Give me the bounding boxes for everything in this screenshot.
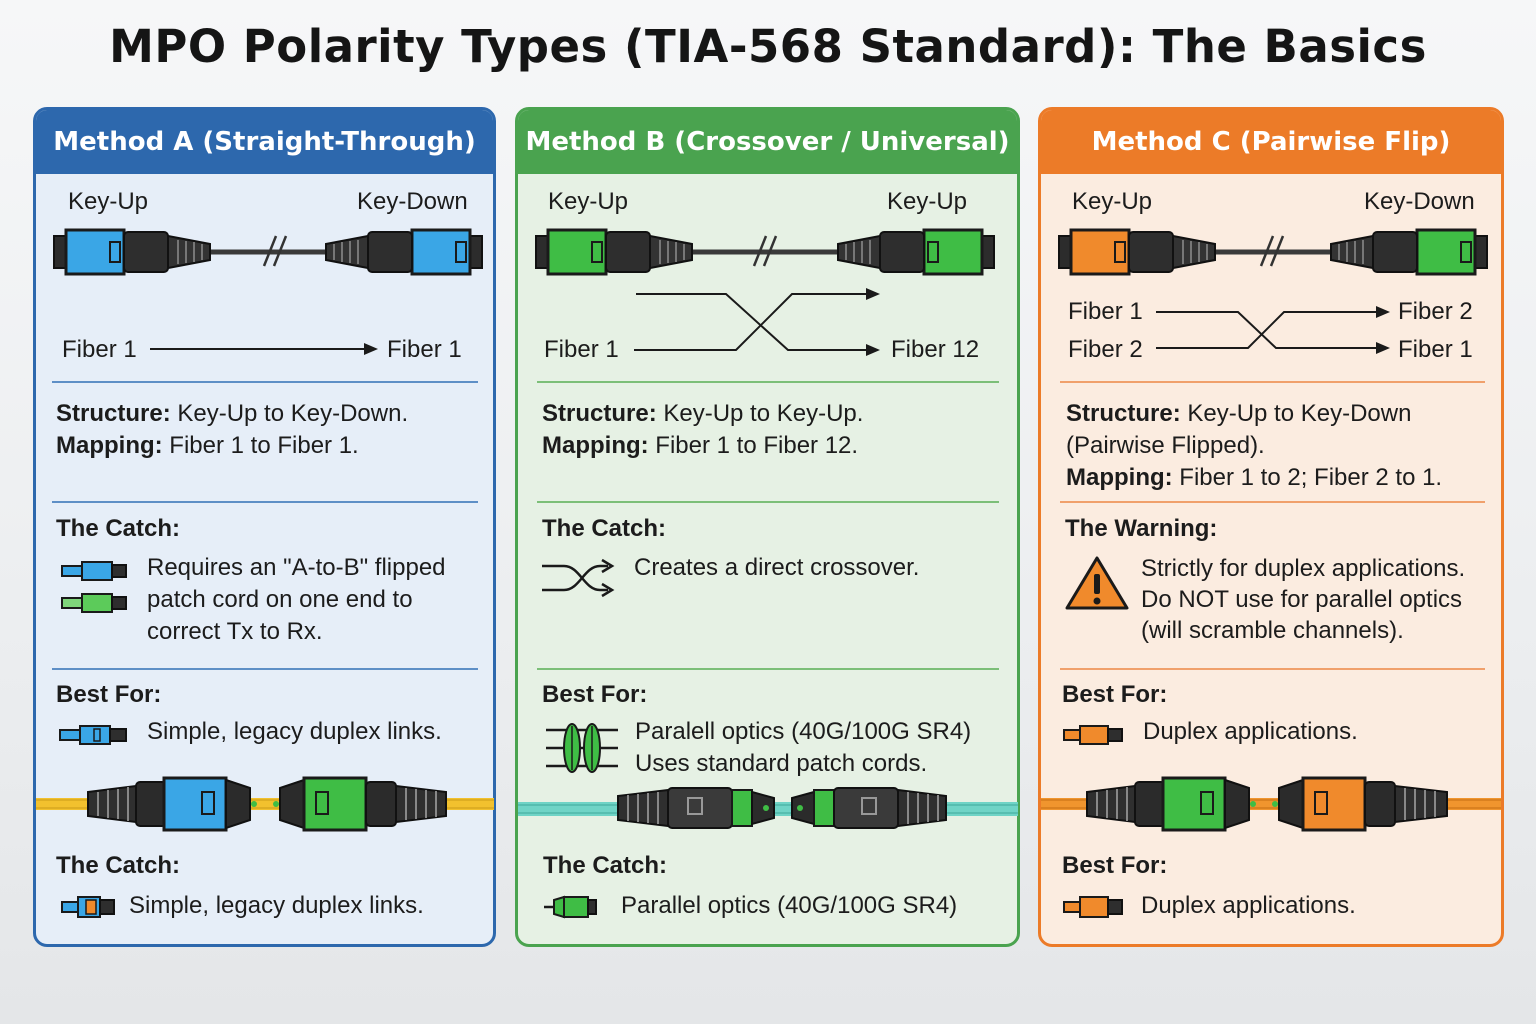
method-c-mated-connectors-illustration: [1041, 776, 1501, 832]
method-a-catch-title: The Catch:: [56, 515, 181, 542]
mapping-label: Mapping:: [56, 432, 163, 459]
divider: [52, 381, 478, 383]
method-a-right-key-label: Key-Down: [357, 188, 468, 215]
connector-right: [1330, 228, 1488, 276]
structure-text-2: (Pairwise Flipped).: [1066, 432, 1265, 459]
method-a-structure: Structure: Key-Up to Key-Down. Mapping: …: [56, 398, 408, 462]
method-c-cable-diagram: [1058, 228, 1488, 276]
method-c-warning-text: Strictly for duplex applications. Do NOT…: [1141, 553, 1465, 646]
method-a-straight-arrow: [150, 343, 378, 355]
method-c-pairwise-arrows: [1156, 306, 1390, 354]
method-a-best-title: Best For:: [56, 681, 162, 708]
method-a-map-right: Fiber 1: [387, 336, 462, 363]
divider: [537, 381, 999, 383]
method-a-catch-text: Requires an "A-to-B" flipped patch cord …: [147, 552, 446, 648]
warning-icon: [1065, 556, 1129, 610]
method-b-crossover-arrows: [634, 288, 880, 356]
method-b-header: Method B (Crossover / Universal): [518, 110, 1017, 174]
duplex-connector-icon: [59, 725, 127, 745]
divider: [52, 501, 478, 503]
method-c-map-right-2: Fiber 1: [1398, 336, 1473, 363]
mapping-text: Fiber 1 to 2; Fiber 2 to 1.: [1172, 464, 1443, 491]
method-b-bottom-text: Parallel optics (40G/100G SR4): [621, 892, 958, 919]
best-line: Paralell optics (40G/100G SR4): [635, 718, 972, 745]
structure-text: Key-Up to Key-Down: [1180, 400, 1412, 427]
method-a-left-key-label: Key-Up: [68, 188, 149, 215]
divider: [1060, 501, 1485, 503]
method-b-structure: Structure: Key-Up to Key-Up. Mapping: Fi…: [542, 398, 863, 462]
structure-text: Key-Up to Key-Up.: [656, 400, 864, 427]
method-c-map-left-2: Fiber 2: [1068, 336, 1143, 363]
mapping-text: Fiber 1 to Fiber 1.: [162, 432, 359, 459]
method-b-map-right: Fiber 12: [891, 336, 980, 363]
parallel-optics-icon: [546, 723, 618, 773]
mapping-label: Mapping:: [1066, 464, 1173, 491]
method-b-cable-diagram: [535, 228, 995, 276]
connector-right: [325, 228, 483, 276]
connector-left: [1058, 228, 1216, 276]
divider: [1060, 381, 1485, 383]
connector-left: [53, 228, 211, 276]
method-b-map-left: Fiber 1: [544, 336, 619, 363]
method-c-best-title: Best For:: [1062, 681, 1168, 708]
connector-right: [837, 228, 995, 276]
method-c-header: Method C (Pairwise Flip): [1041, 110, 1501, 174]
divider: [52, 668, 478, 670]
method-b-right-key-label: Key-Up: [887, 188, 968, 215]
catch-line: Requires an "A-to-B" flipped: [147, 554, 446, 581]
parallel-connector-icon: [544, 895, 597, 919]
method-c-structure: Structure: Key-Up to Key-Down (Pairwise …: [1066, 398, 1442, 494]
catch-line: patch cord on one end to: [147, 586, 413, 613]
patch-cord-icon: [61, 561, 127, 613]
method-c-bottom-text: Duplex applications.: [1141, 892, 1356, 919]
duplex-connector-icon: [1063, 896, 1123, 918]
method-b-best-title: Best For:: [542, 681, 648, 708]
method-b-best-text: Paralell optics (40G/100G SR4) Uses stan…: [635, 716, 971, 780]
method-a-cable-diagram: [53, 228, 483, 276]
method-c-map-right-1: Fiber 2: [1398, 298, 1473, 325]
method-c-map-left-1: Fiber 1: [1068, 298, 1143, 325]
method-c-bottom-title: Best For:: [1062, 852, 1168, 879]
method-b-catch-title: The Catch:: [542, 515, 667, 542]
duplex-connector-icon: [1063, 725, 1123, 745]
method-a-bottom-text: Simple, legacy duplex links.: [129, 892, 424, 919]
method-b-catch-text: Creates a direct crossover.: [634, 554, 920, 581]
divider: [537, 501, 999, 503]
cable-line: [200, 235, 340, 267]
duplex-connector-icon: [61, 896, 115, 918]
mapping-label: Mapping:: [542, 432, 649, 459]
method-a-bottom-title: The Catch:: [56, 852, 181, 879]
cable-line: [1205, 235, 1345, 267]
crossover-icon: [542, 558, 615, 598]
connector-left: [535, 228, 693, 276]
method-b-left-key-label: Key-Up: [548, 188, 629, 215]
cable-line: [682, 235, 848, 267]
catch-line: correct Tx to Rx.: [147, 618, 323, 645]
divider: [1060, 668, 1485, 670]
method-c-right-key-label: Key-Down: [1364, 188, 1475, 215]
method-a-map-left: Fiber 1: [62, 336, 137, 363]
structure-label: Structure:: [542, 400, 657, 427]
method-a-header: Method A (Straight-Through): [36, 110, 493, 174]
method-a-mated-connectors-illustration: [36, 776, 494, 832]
structure-label: Structure:: [56, 400, 171, 427]
warning-line: Do NOT use for parallel optics: [1141, 586, 1463, 613]
method-a-best-text: Simple, legacy duplex links.: [147, 718, 442, 745]
best-line: Uses standard patch cords.: [635, 750, 928, 777]
structure-label: Structure:: [1066, 400, 1181, 427]
method-c-best-text: Duplex applications.: [1143, 718, 1358, 745]
warning-line: (will scramble channels).: [1141, 617, 1404, 644]
divider: [537, 668, 999, 670]
method-c-left-key-label: Key-Up: [1072, 188, 1153, 215]
structure-text: Key-Up to Key-Down.: [170, 400, 409, 427]
page-title: MPO Polarity Types (TIA-568 Standard): T…: [109, 20, 1427, 73]
method-c-warning-title: The Warning:: [1065, 515, 1218, 542]
method-b-bottom-title: The Catch:: [543, 852, 668, 879]
warning-line: Strictly for duplex applications.: [1141, 555, 1466, 582]
method-b-mated-connectors-illustration: [518, 787, 1018, 829]
mapping-text: Fiber 1 to Fiber 12.: [648, 432, 859, 459]
